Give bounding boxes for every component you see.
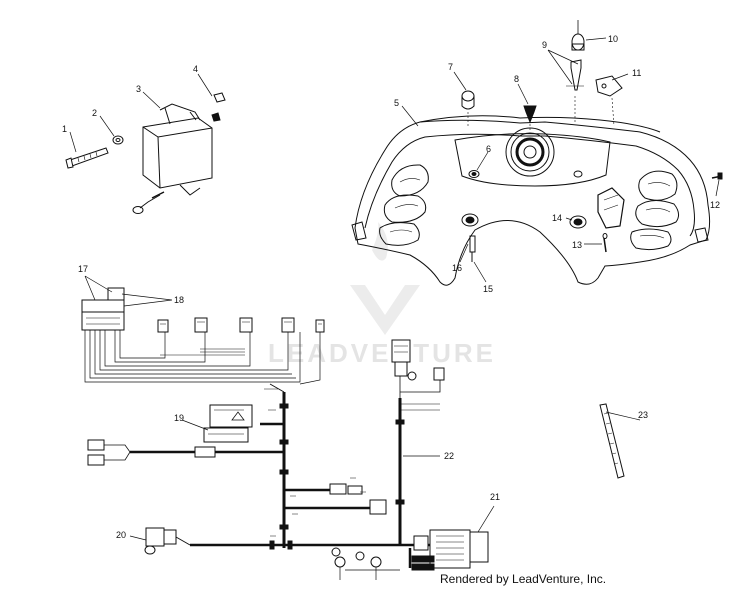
callout-12: 12 xyxy=(710,200,720,210)
callout-labels: 1 2 3 4 5 6 7 8 9 10 11 12 13 14 15 16 1… xyxy=(62,34,720,540)
callout-1: 1 xyxy=(62,124,67,134)
harness-annotations xyxy=(264,388,366,537)
render-credit: Rendered by LeadVenture, Inc. xyxy=(438,572,609,586)
callout-6: 6 xyxy=(486,144,491,154)
callout-9: 9 xyxy=(542,40,547,50)
callout-23: 23 xyxy=(638,410,648,420)
callout-8: 8 xyxy=(514,74,519,84)
callout-17: 17 xyxy=(78,264,88,274)
callout-2: 2 xyxy=(92,108,97,118)
callout-11: 11 xyxy=(632,68,641,78)
callout-20: 20 xyxy=(116,530,126,540)
callout-22: 22 xyxy=(444,451,454,461)
hood-assembly xyxy=(351,20,723,286)
callout-13: 13 xyxy=(572,240,582,250)
watermark-text: LEADVENTURE xyxy=(268,338,496,368)
callout-16: 16 xyxy=(452,263,462,273)
callout-14: 14 xyxy=(552,213,562,223)
module-assembly xyxy=(65,92,226,214)
callout-4: 4 xyxy=(193,64,198,74)
callout-7: 7 xyxy=(448,62,453,72)
callout-18: 18 xyxy=(174,295,184,305)
watermark: LEADVENTURE xyxy=(268,222,496,368)
wire-harness xyxy=(81,287,625,580)
callout-21: 21 xyxy=(490,492,500,502)
leader-lines xyxy=(69,37,720,541)
callout-15: 15 xyxy=(483,284,493,294)
callout-5: 5 xyxy=(394,98,399,108)
callout-3: 3 xyxy=(136,84,141,94)
callout-19: 19 xyxy=(174,413,184,423)
callout-10: 10 xyxy=(608,34,618,44)
